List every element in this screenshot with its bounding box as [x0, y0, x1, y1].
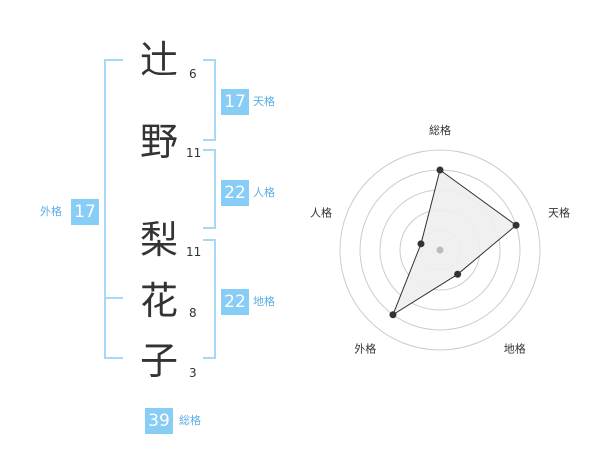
- stroke-count-1: 6: [189, 67, 197, 81]
- tenkaku-value: 17: [221, 89, 249, 115]
- soukaku-label: 総格: [179, 414, 201, 427]
- tenkaku-label: 天格: [253, 95, 275, 108]
- gaikaku-label: 外格: [40, 205, 62, 218]
- stroke-count-2: 11: [186, 146, 202, 160]
- radar-axis-label-2: 天格: [548, 205, 570, 219]
- soukaku-value: 39: [145, 408, 173, 434]
- chikaku-value: 22: [221, 289, 249, 315]
- jinkaku-value: 22: [221, 180, 249, 206]
- radar-ring-5: [339, 149, 541, 351]
- stroke-count-4: 8: [189, 306, 197, 320]
- radar-axis-label-1: 総格: [429, 123, 451, 137]
- radar-point-1: [436, 166, 444, 174]
- radar-point-2: [512, 221, 520, 229]
- name-char-2: 野: [139, 120, 178, 164]
- name-char-4: 花: [139, 279, 178, 323]
- radar-polygon: [391, 169, 517, 316]
- jinkaku-label: 人格: [253, 186, 275, 199]
- stroke-count-3: 11: [186, 245, 202, 259]
- name-char-3: 梨: [139, 218, 178, 262]
- stroke-count-5: 3: [189, 366, 197, 380]
- radar-axis-label-3: 地格: [504, 342, 526, 356]
- radar-axis-label-4: 外格: [354, 342, 376, 356]
- radar-point-5: [417, 240, 425, 248]
- radar-center-dot: [436, 246, 444, 254]
- radar-point-3: [454, 270, 462, 278]
- radar-axis-label-5: 人格: [310, 205, 332, 219]
- name-char-1: 辻: [139, 38, 178, 82]
- name-char-5: 子: [139, 339, 178, 383]
- gaikaku-value: 17: [71, 199, 99, 225]
- chikaku-label: 地格: [253, 295, 275, 308]
- radar-point-4: [389, 311, 397, 319]
